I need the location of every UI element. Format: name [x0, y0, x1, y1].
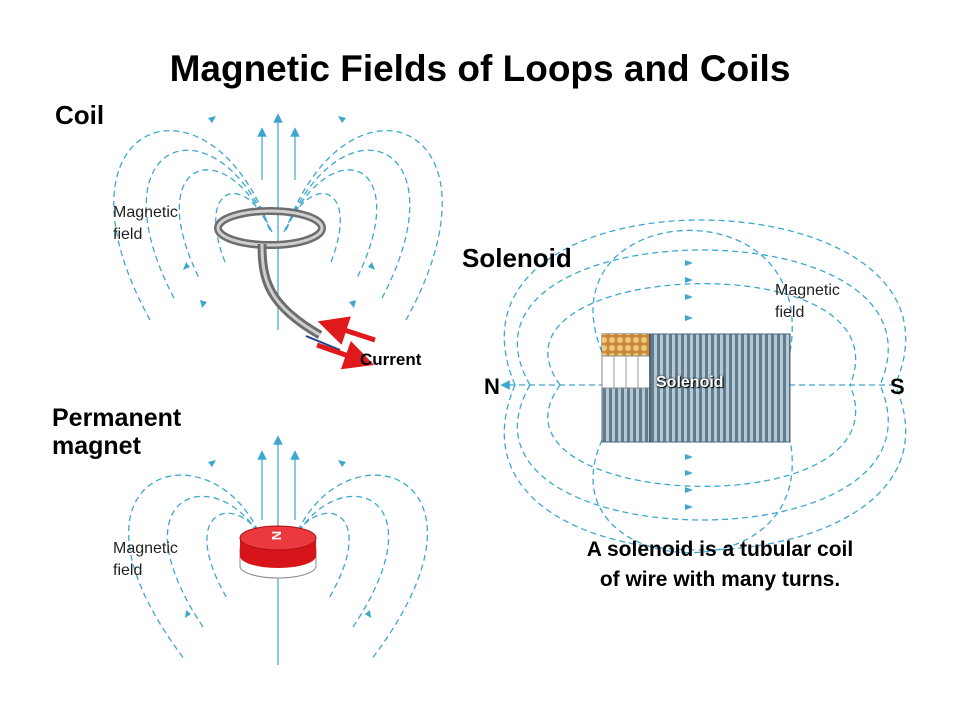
coil-heading: Coil [55, 100, 105, 130]
solenoid-body [601, 333, 791, 443]
solenoid-field-label-line2: field [775, 304, 805, 321]
current-label: Current [360, 350, 422, 369]
magnet-heading-line1: Permanent [52, 404, 182, 432]
coil-field-label-line1: Magnetic [113, 204, 178, 221]
magnet-field-label-line1: Magnetic [113, 540, 178, 557]
magnet-heading: Permanent magnet [52, 404, 181, 460]
coil-field-label-line2: field [113, 226, 143, 243]
current-arrows [316, 316, 376, 370]
solenoid-pole-n: N [484, 374, 500, 399]
coil-field-label: Magnetic field [113, 202, 178, 246]
magnet-field-label-line2: field [113, 562, 143, 579]
caption: A solenoid is a tubular coil of wire wit… [520, 535, 920, 595]
magnet-field-label: Magnetic field [113, 538, 178, 582]
magnet-pole-letter: N [269, 530, 285, 541]
page-title: Magnetic Fields of Loops and Coils [169, 48, 791, 89]
solenoid-field-lines [500, 219, 907, 554]
solenoid-body-label: Solenoid [656, 374, 724, 391]
caption-line1: A solenoid is a tubular coil [586, 538, 854, 561]
coil-field-lines [113, 113, 443, 330]
solenoid-field-label-line1: Magnetic [775, 282, 840, 299]
caption-line2: of wire with many turns. [599, 568, 841, 591]
solenoid-heading: Solenoid [462, 243, 572, 273]
magnet-disk [239, 525, 317, 579]
coil-wire [214, 207, 341, 351]
solenoid-field-label: Magnetic field [775, 280, 840, 324]
solenoid-pole-s: S [890, 374, 905, 399]
magnet-heading-line2: magnet [52, 432, 141, 460]
